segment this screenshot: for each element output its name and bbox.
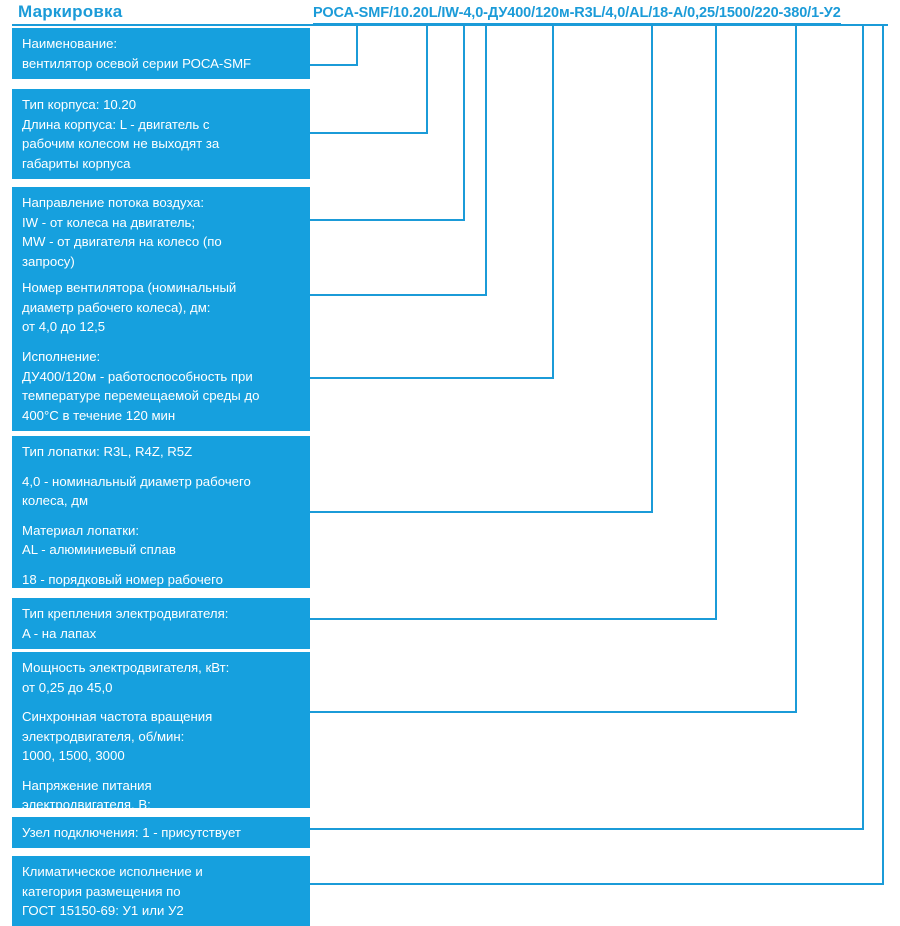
info-box-moshchnost: Мощность электродвигателя, кВт: от 0,25 … xyxy=(12,652,310,832)
info-line: от 0,25 до 45,0 xyxy=(22,679,113,695)
connector-vertical-6 xyxy=(651,24,653,513)
info-line: Направление потока воздуха: xyxy=(22,195,205,210)
info-line: ГОСТ 15150-69: У1 или У2 xyxy=(22,903,184,918)
info-line: электродвигателя, об/мин: xyxy=(22,728,185,744)
connector-vertical-8 xyxy=(795,24,797,713)
info-box-ispolnenie: Исполнение: ДУ400/120м - работоспособнос… xyxy=(12,341,310,431)
info-box-naimenovanie: Наименование: вентилятор осевой серии РО… xyxy=(12,28,310,79)
connector-horizontal-6 xyxy=(310,511,653,513)
title-bar: Маркировка xyxy=(0,0,900,26)
connector-horizontal-3 xyxy=(310,219,465,221)
info-line: MW - от двигателя на колесо (по xyxy=(22,234,222,249)
info-line: Климатическое исполнение и xyxy=(22,864,203,879)
connector-horizontal-5 xyxy=(310,377,554,379)
connector-vertical-1 xyxy=(356,24,358,66)
page-title: Маркировка xyxy=(18,2,123,21)
info-line: Напряжение питания xyxy=(22,777,152,793)
connector-horizontal-8 xyxy=(310,711,797,713)
info-line: Тип крепления электродвигателя: xyxy=(22,606,229,621)
info-line: категория размещения по xyxy=(22,883,181,899)
connector-vertical-10 xyxy=(882,24,884,885)
info-line: Длина корпуса: L - двигатель с xyxy=(22,116,210,132)
info-box-tip-korpusa: Тип корпуса: 10.20 Длина корпуса: L - дв… xyxy=(12,89,310,179)
info-line: габариты корпуса xyxy=(22,155,131,171)
connector-vertical-2 xyxy=(426,24,428,134)
info-line: 4,0 - номинальный диаметр рабочего xyxy=(22,473,251,489)
info-line: диаметр рабочего колеса), дм: xyxy=(22,299,211,315)
info-box-tip-krepleniya: Тип крепления электродвигателя: A - на л… xyxy=(12,598,310,649)
info-line: Материал лопатки: xyxy=(22,522,140,538)
info-line: IW - от колеса на двигатель; xyxy=(22,214,196,230)
connector-vertical-4 xyxy=(485,24,487,296)
info-box-klimaticheskoe-ispolnenie: Климатическое исполнение и категория раз… xyxy=(12,856,310,926)
info-line: от 4,0 до 12,5 xyxy=(22,319,106,334)
info-box-uzel-podklyucheniya: Узел подключения: 1 - присутствует xyxy=(12,817,310,848)
info-line: Синхронная частота вращения xyxy=(22,709,213,724)
info-line: Тип лопатки: R3L, R4Z, R5Z xyxy=(22,444,193,459)
connector-horizontal-7 xyxy=(310,618,717,620)
connector-vertical-5 xyxy=(552,24,554,379)
title-divider xyxy=(12,24,888,26)
info-box-nomer-ventilyatora: Номер вентилятора (номинальный диаметр р… xyxy=(12,272,310,342)
connector-horizontal-9 xyxy=(310,828,864,830)
info-line: электродвигателя, В: xyxy=(22,797,151,812)
info-line: Исполнение: xyxy=(22,349,101,364)
info-line: Наименование: xyxy=(22,36,118,51)
info-line: 1000, 1500, 3000 xyxy=(22,748,125,763)
info-line: Узел подключения: 1 - присутствует xyxy=(22,825,241,840)
info-line: запросу) xyxy=(22,253,75,269)
info-line: температуре перемещаемой среды до xyxy=(22,388,260,403)
info-line: 18 - порядковый номер рабочего xyxy=(22,571,223,587)
info-line: AL - алюминиевый сплав xyxy=(22,542,176,557)
connector-horizontal-2 xyxy=(310,132,428,134)
info-box-tip-lopatki: Тип лопатки: R3L, R4Z, R5Z 4,0 - номинал… xyxy=(12,436,310,606)
connector-vertical-7 xyxy=(715,24,717,620)
info-box-napravlenie-potoka: Направление потока воздуха: IW - от коле… xyxy=(12,187,310,277)
connector-horizontal-10 xyxy=(310,883,884,885)
info-line: A - на лапах xyxy=(22,625,97,641)
info-line: ДУ400/120м - работоспособность при xyxy=(22,368,253,384)
product-code-string: РОСА-SMF/10.20L/IW-4,0-ДУ400/120м-R3L/4,… xyxy=(313,4,841,25)
info-line: Тип корпуса: 10.20 xyxy=(22,97,137,112)
info-line: вентилятор осевой серии РОСА-SMF xyxy=(22,55,252,71)
info-line: рабочим колесом не выходят за xyxy=(22,136,220,151)
connector-vertical-3 xyxy=(463,24,465,221)
connector-vertical-9 xyxy=(862,24,864,830)
info-line: Номер вентилятора (номинальный xyxy=(22,280,237,295)
connector-horizontal-4 xyxy=(310,294,487,296)
info-line: Мощность электродвигателя, кВт: xyxy=(22,660,230,675)
info-line: колеса, дм xyxy=(22,493,89,508)
connector-horizontal-1 xyxy=(310,64,358,66)
info-line: 400°C в течение 120 мин xyxy=(22,407,176,423)
